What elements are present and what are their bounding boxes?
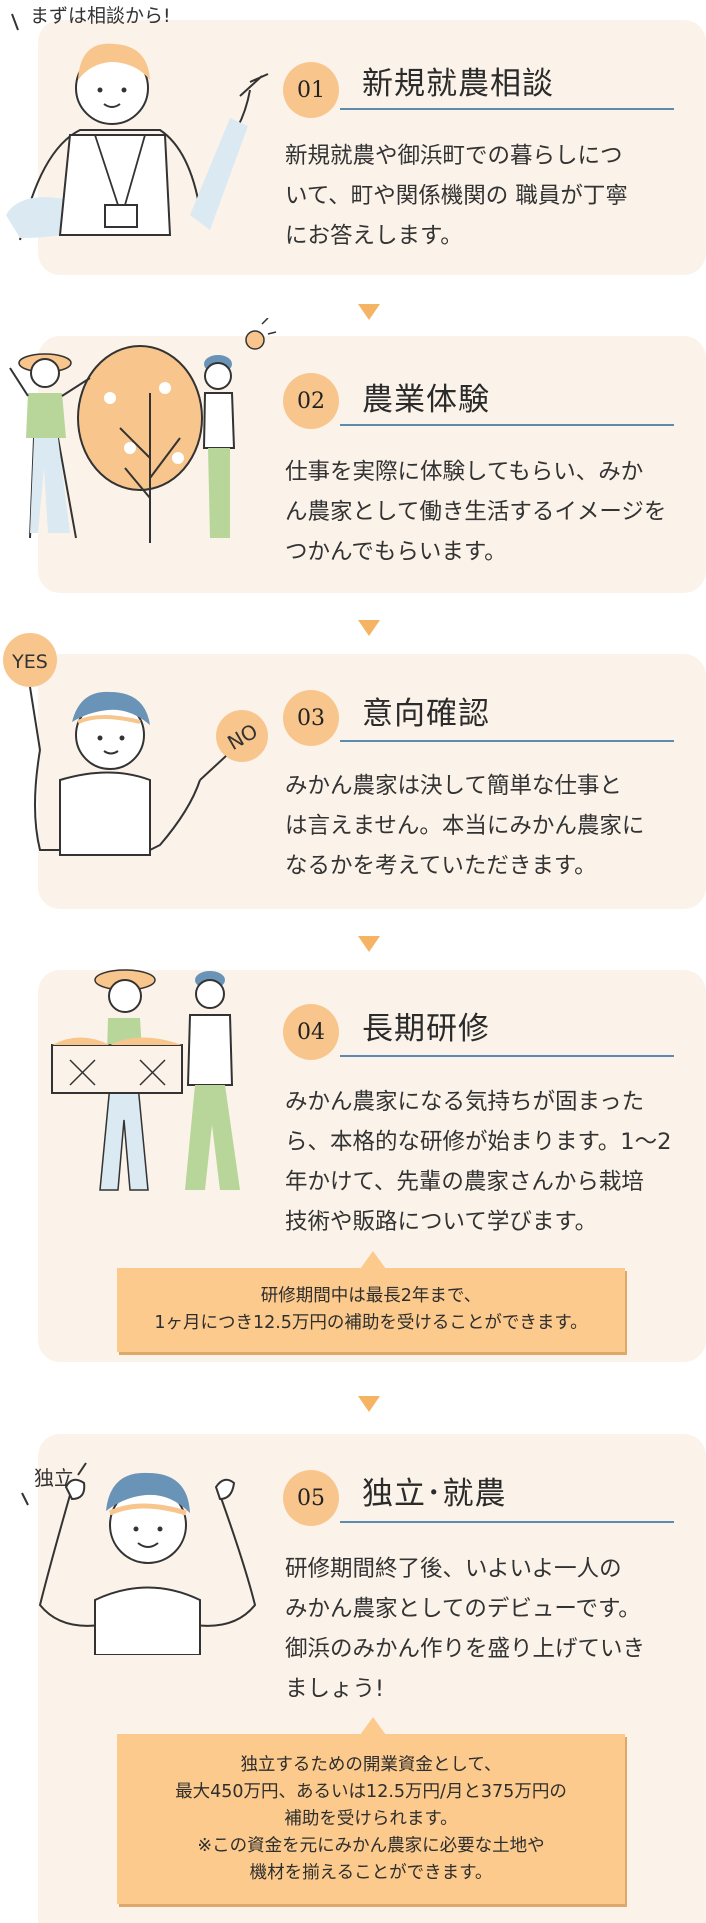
step-description-04: みかん農家になる気持ちが固まった ら、本格的な研修が始まります。1〜2 年かけて…: [285, 1089, 672, 1235]
person-raising-arms-illustration: 独立: [21, 1462, 257, 1655]
intro-label: まずは相談から!: [30, 5, 171, 27]
down-arrow-icon: [358, 936, 380, 952]
title-underline: [340, 1055, 674, 1057]
step-title-05: 独立･就農: [362, 1476, 507, 1512]
farmers-carrying-crate-illustration: [51, 969, 240, 1191]
support-note-04: 研修期間中は最長2年まで、 1ヶ月につき12.5万円の補助を受けることができます…: [117, 1268, 625, 1352]
step-number-04: 04: [283, 1004, 339, 1060]
step-number-03: 03: [283, 690, 339, 746]
title-underline: [340, 424, 674, 426]
step-description-01: 新規就農や御浜町での暮らしにつ いて、町や関係機関の 職員が丁寧 にお答えします…: [285, 143, 628, 249]
title-underline: [340, 740, 674, 742]
down-arrow-icon: [358, 304, 380, 320]
down-arrow-icon: [358, 620, 380, 636]
step-description-05: 研修期間終了後、いよいよ一人の みかん農家としてのデビューです。 御浜のみかん作…: [285, 1556, 646, 1702]
person-holding-yes-no-signs-illustration: YES NO: [3, 633, 268, 856]
step-title-04: 長期研修: [362, 1011, 490, 1047]
step-title-01: 新規就農相談: [362, 66, 554, 102]
step-description-03: みかん農家は決して簡単な仕事と は言えません。本当にみかん農家に なるかを考えて…: [285, 773, 645, 879]
note-pointer: [360, 1251, 386, 1269]
step-title-03: 意向確認: [362, 696, 490, 732]
title-underline: [340, 108, 674, 110]
support-note-05: 独立するための開業資金として、 最大450万円、あるいは12.5万円/月と375…: [117, 1734, 625, 1904]
step-number-05: 05: [283, 1470, 339, 1526]
title-underline: [340, 1521, 674, 1523]
step-title-02: 農業体験: [362, 382, 490, 418]
step-description-02: 仕事を実際に体験してもらい、みか ん農家として働き生活するイメージを つかんでも…: [285, 459, 667, 565]
lightbulb-icon: [245, 318, 277, 350]
person-pointing-illustration: まずは相談から!: [6, 5, 269, 241]
sign-yes-label: YES: [11, 651, 48, 673]
note-pointer: [360, 1717, 386, 1735]
down-arrow-icon: [358, 1396, 380, 1412]
step-number-01: 01: [283, 62, 339, 118]
step-number-02: 02: [283, 373, 339, 429]
tree-and-farmers-illustration: [9, 318, 277, 543]
